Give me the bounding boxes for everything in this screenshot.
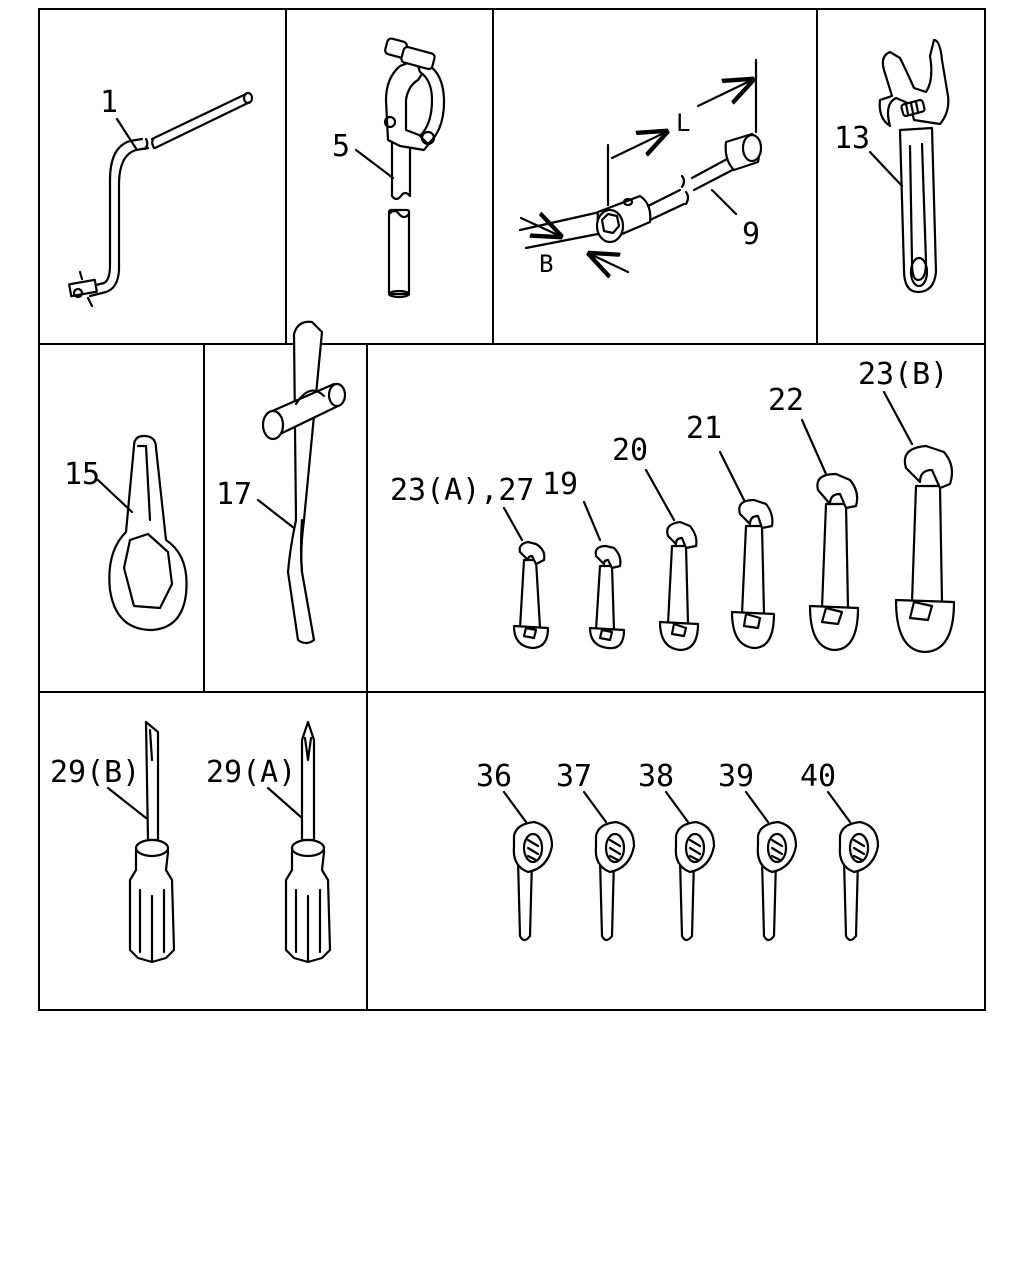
hex-wrench-icon — [108, 434, 188, 632]
part-number-29b: 29(B) — [50, 755, 140, 790]
ring-wrench-icon — [838, 820, 880, 942]
open-end-wrench-icon — [512, 540, 550, 650]
part-number-23a27: 23(A),27 — [390, 473, 535, 508]
part-number-1: 1 — [100, 85, 118, 120]
adjustable-wrench-icon — [878, 38, 950, 294]
open-end-wrench-icon — [808, 472, 860, 652]
leader-line-19 — [582, 500, 602, 542]
ring-wrench-icon — [594, 820, 636, 942]
leader-line-9 — [710, 188, 738, 216]
leader-line-1 — [115, 117, 139, 152]
leader-line-40 — [826, 790, 852, 824]
open-end-wrench-icon — [730, 498, 776, 650]
ring-wrench-icon — [674, 820, 716, 942]
part-number-17: 17 — [216, 477, 252, 512]
leader-line-23b — [882, 390, 914, 446]
part-number-37: 37 — [556, 759, 592, 794]
box-spanner-icon — [518, 132, 763, 250]
open-end-wrench-icon — [658, 520, 700, 652]
part-number-39: 39 — [718, 759, 754, 794]
dimension-label-L: L — [676, 109, 690, 137]
part-number-38: 38 — [638, 759, 674, 794]
phillips-screwdriver-icon — [284, 720, 332, 964]
leader-line-29b — [106, 786, 148, 820]
leader-line-22 — [800, 418, 828, 476]
part-number-9: 9 — [742, 217, 760, 252]
diagram-frame — [38, 8, 986, 1011]
leader-line-37 — [582, 790, 608, 824]
part-number-15: 15 — [64, 457, 100, 492]
leader-line-17 — [256, 498, 296, 530]
flat-screwdriver-icon — [128, 720, 176, 964]
ring-wrench-icon — [512, 820, 554, 942]
leader-line-39 — [744, 790, 770, 824]
part-number-5: 5 — [332, 129, 350, 164]
leader-line-29a — [266, 786, 304, 820]
leader-line-21 — [718, 450, 746, 502]
leader-line-38 — [664, 790, 690, 824]
hammer-icon — [261, 320, 347, 645]
part-number-36: 36 — [476, 759, 512, 794]
ring-wrench-icon — [756, 820, 798, 942]
part-number-20: 20 — [612, 433, 648, 468]
open-end-wrench-icon — [894, 444, 956, 654]
leader-line-20 — [644, 468, 676, 522]
part-number-13: 13 — [834, 121, 870, 156]
part-number-29a: 29(A) — [206, 755, 296, 790]
part-number-40: 40 — [800, 759, 836, 794]
leader-line-13 — [868, 150, 904, 188]
leader-line-23a27 — [502, 506, 524, 542]
valve-wrench-icon — [383, 37, 446, 299]
leader-line-36 — [502, 790, 528, 824]
leader-line-15 — [96, 478, 134, 514]
part-number-22: 22 — [768, 383, 804, 418]
part-number-19: 19 — [542, 467, 578, 502]
dimension-markers — [519, 58, 756, 272]
crank-handle-icon — [68, 91, 254, 308]
open-end-wrench-icon — [588, 544, 626, 650]
part-number-21: 21 — [686, 411, 722, 446]
dimension-label-B: B — [539, 250, 553, 278]
leader-line-5 — [354, 148, 395, 180]
part-number-23b: 23(B) — [858, 357, 948, 392]
